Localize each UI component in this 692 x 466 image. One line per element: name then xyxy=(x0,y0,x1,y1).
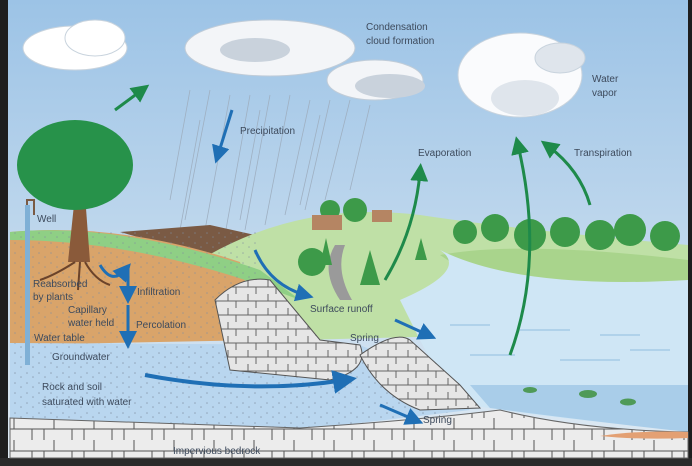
label-saturated-2: saturated with water xyxy=(42,397,132,408)
well xyxy=(25,199,35,365)
cloud-left xyxy=(22,19,128,71)
label-reabsorbed-2: by plants xyxy=(33,292,73,303)
label-capillary: Capillary xyxy=(68,305,107,316)
label-evaporation: Evaporation xyxy=(418,148,471,159)
reabsorbed-arrow xyxy=(98,263,131,283)
lake-evaporation-arrow xyxy=(508,136,532,356)
condensation-cloud xyxy=(184,19,425,101)
label-water-vapor: Water xyxy=(592,74,619,85)
tree xyxy=(17,120,133,291)
label-spring-lower: Spring xyxy=(423,415,452,426)
farmhouses xyxy=(312,210,392,230)
label-condensation: Condensation xyxy=(366,22,428,33)
label-precipitation: Precipitation xyxy=(240,126,295,137)
label-saturated: Rock and soil xyxy=(42,382,102,393)
distant-trees xyxy=(298,198,680,285)
label-condensation-2: cloud formation xyxy=(366,36,434,47)
label-water-vapor-2: vapor xyxy=(592,88,618,99)
vapor-cloud xyxy=(457,32,586,118)
label-infiltration: Infiltration xyxy=(137,287,180,298)
spring-rocks xyxy=(359,336,482,411)
label-transpiration: Transpiration xyxy=(574,148,632,159)
bedrock xyxy=(9,409,689,459)
label-surface-runoff: Surface runoff xyxy=(310,304,373,315)
spring-flow-arrow xyxy=(379,403,424,425)
label-reabsorbed: Reabsorbed xyxy=(33,279,87,290)
label-spring-upper: Spring xyxy=(350,333,379,344)
lake-bottom-water xyxy=(470,385,688,432)
precipitation-arrow xyxy=(212,109,234,164)
runoff-to-lake-arrow xyxy=(394,318,437,340)
groundwater-flow-arrow xyxy=(144,370,357,394)
label-capillary-2: water held xyxy=(67,318,114,329)
tree-transpiration-arrow xyxy=(114,84,150,112)
runoff-arrow xyxy=(253,249,314,302)
label-percolation: Percolation xyxy=(136,320,186,331)
fish xyxy=(523,387,636,406)
label-water-table: Water table xyxy=(34,333,85,344)
label-groundwater: Groundwater xyxy=(52,352,110,363)
label-well: Well xyxy=(37,214,56,225)
bottom-bar xyxy=(0,458,692,466)
transpiration-arrow xyxy=(540,140,592,206)
road xyxy=(328,245,352,300)
blue-arrows xyxy=(98,109,437,425)
evaporation-arrow xyxy=(383,163,429,281)
green-arrows xyxy=(114,84,592,356)
label-bedrock: Impervious bedrock xyxy=(173,446,261,457)
